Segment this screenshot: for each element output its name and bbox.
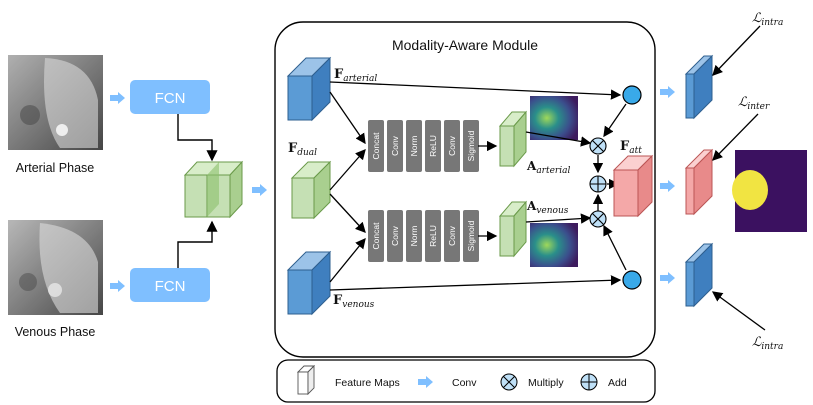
arterial-op-label: Concat <box>371 132 381 160</box>
arterial-op-label: ReLU <box>428 135 438 157</box>
loss-inter: ℒinter <box>738 95 770 112</box>
arterial-ct-image <box>8 55 103 150</box>
conv-arrow <box>660 180 675 192</box>
arterial-op-label: Sigmoid <box>466 130 476 161</box>
fcn-label: FCN <box>155 90 186 107</box>
arterial-attention-heatmap <box>530 96 578 140</box>
arterial-op-block <box>444 120 460 172</box>
concat-feature-map <box>183 160 244 219</box>
venous-attention-ops: Concat Conv Norm ReLU Conv Sigmoid <box>368 210 479 262</box>
f-dual-label: Fdual <box>288 141 317 158</box>
loss-intra-top: ℒintra <box>752 11 783 28</box>
multiply-node-bottom <box>589 210 607 228</box>
conv-arrow <box>110 92 125 104</box>
arterial-attention-ops: Concat Conv Norm ReLU Conv Sigmoid <box>368 120 479 172</box>
venous-op-block <box>387 210 403 262</box>
conv-arrow <box>660 86 675 98</box>
venous-op-block <box>406 210 422 262</box>
module-title: Modality-Aware Module <box>392 37 538 53</box>
venous-op-block <box>368 210 384 262</box>
loss-intra-bottom: ℒintra <box>752 335 783 352</box>
f-arterial-feature-map <box>286 56 332 122</box>
arterial-op-block <box>463 120 479 172</box>
arterial-op-block <box>425 120 441 172</box>
modality-aware-module <box>274 21 656 358</box>
arterial-op-label: Conv <box>447 135 457 156</box>
fcn-box-top: FCN <box>130 80 210 114</box>
f-dual-feature-map <box>290 160 332 220</box>
feature-map-legend-icon <box>296 364 316 396</box>
arterial-op-block <box>406 120 422 172</box>
legend-box <box>276 359 656 403</box>
multiply-node-top <box>589 137 607 155</box>
arterial-op-block <box>387 120 403 172</box>
conv-arrow <box>252 184 267 196</box>
a-arterial-label: Aarterial <box>526 159 570 176</box>
venous-op-label: Concat <box>371 222 381 250</box>
venous-side-node <box>622 270 642 290</box>
venous-output-map <box>684 242 714 308</box>
add-legend-icon <box>580 373 598 391</box>
venous-op-block <box>444 210 460 262</box>
venous-attention-heatmap <box>530 223 578 267</box>
legend-add: Add <box>608 377 627 389</box>
multiply-legend-icon <box>500 373 518 391</box>
venous-op-label: Sigmoid <box>466 220 476 251</box>
arterial-phase-label: Arterial Phase <box>16 161 95 175</box>
venous-op-block <box>463 210 479 262</box>
arterial-op-label: Conv <box>390 135 400 156</box>
venous-op-label: Norm <box>409 226 419 247</box>
a-venous-label: Avenous <box>526 199 569 216</box>
a-arterial-map <box>498 110 528 168</box>
venous-op-label: ReLU <box>428 225 438 247</box>
venous-op-label: Conv <box>390 225 400 246</box>
a-venous-map <box>498 200 528 258</box>
venous-op-label: Conv <box>447 225 457 246</box>
f-att-feature-map <box>612 154 654 218</box>
legend-multiply: Multiply <box>528 377 564 389</box>
fused-output-map <box>684 148 714 216</box>
f-venous-label: Fvenous <box>333 293 375 310</box>
fcn-label: FCN <box>155 278 186 295</box>
arterial-op-block <box>368 120 384 172</box>
conv-arrow <box>660 272 675 284</box>
add-node <box>589 175 607 193</box>
conv-arrow <box>110 280 125 292</box>
f-att-label: Fatt <box>620 139 642 156</box>
segmentation-mask <box>732 150 807 232</box>
arterial-output-map <box>684 54 714 120</box>
venous-phase-label: Venous Phase <box>15 325 96 339</box>
f-arterial-label: Farterial <box>334 67 377 84</box>
venous-ct-image <box>8 220 103 315</box>
legend-feature-maps: Feature Maps <box>335 377 400 389</box>
legend-conv: Conv <box>452 377 477 389</box>
fcn-box-bottom: FCN <box>130 268 210 302</box>
venous-op-block <box>425 210 441 262</box>
arterial-side-node <box>622 85 642 105</box>
f-venous-feature-map <box>286 250 332 316</box>
conv-legend-icon <box>418 376 433 388</box>
arterial-op-label: Norm <box>409 136 419 157</box>
